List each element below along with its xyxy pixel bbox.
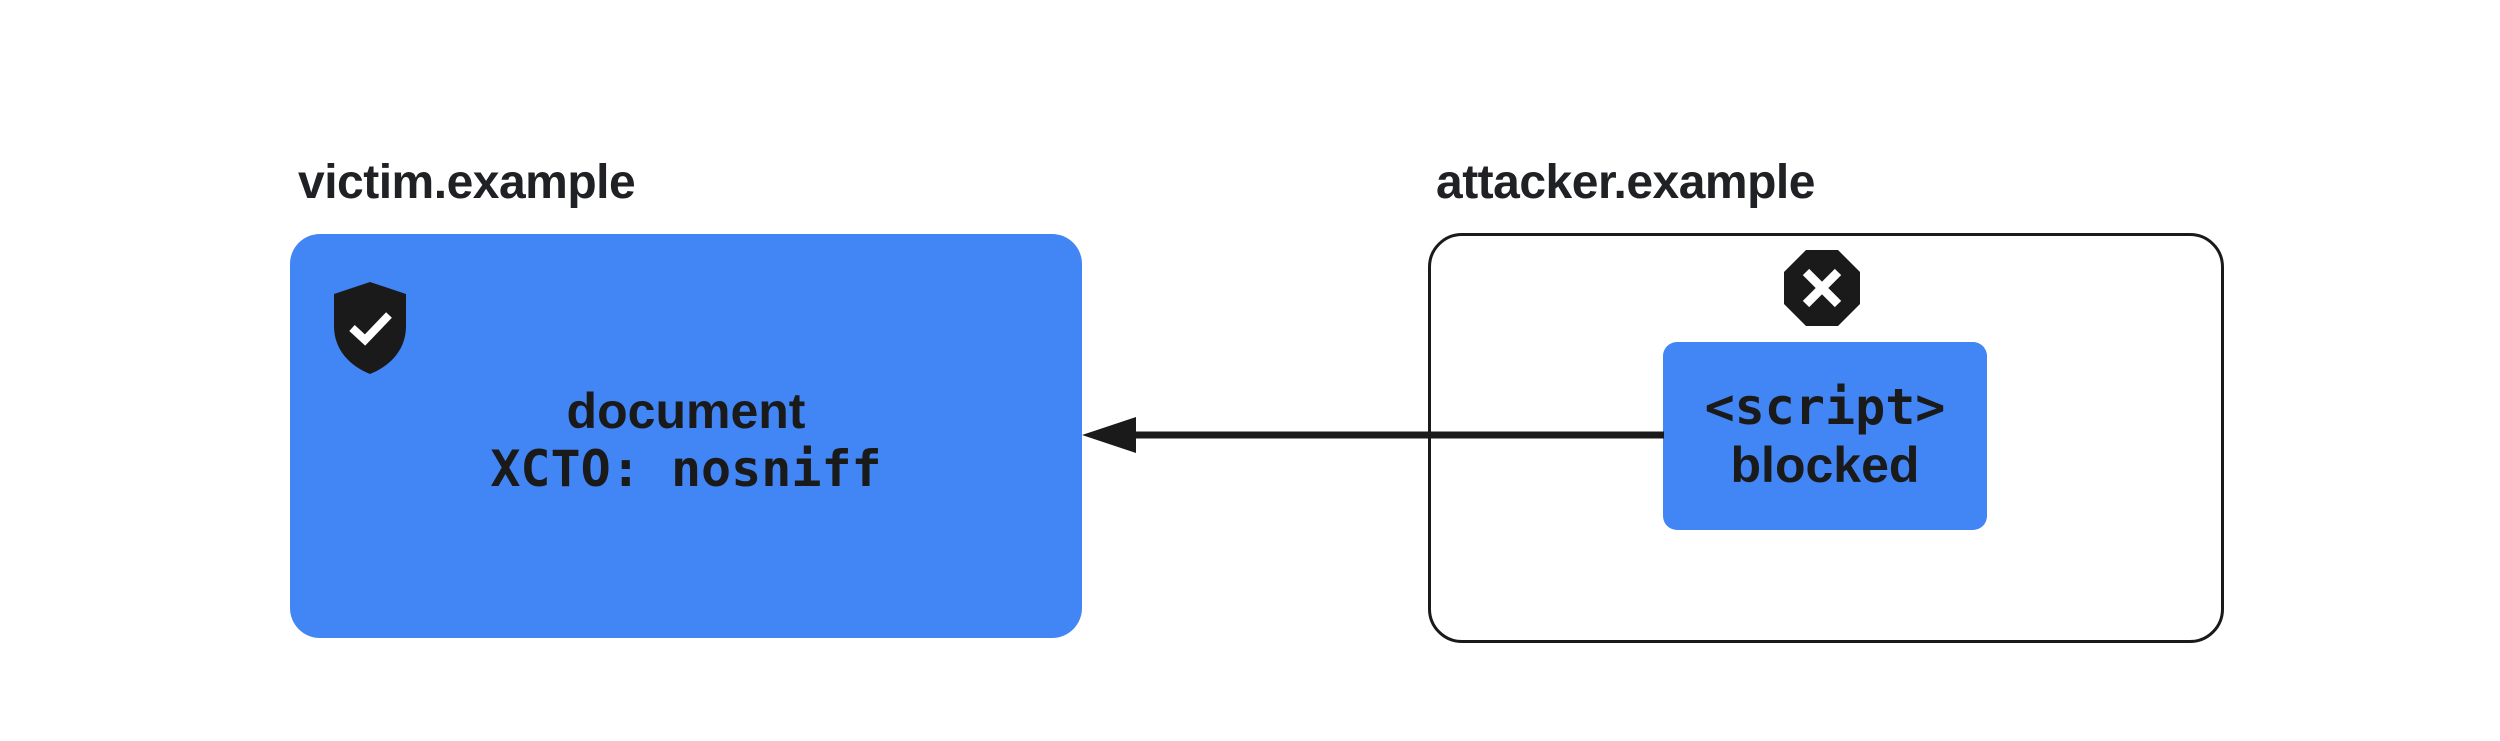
victim-origin-label: victim.example [298,156,636,209]
script-tag-label: <script> [1704,378,1946,436]
document-label: document [566,383,806,439]
xcto-header-label: XCTO: nosniff [490,440,882,498]
arrowhead-icon [1082,417,1136,453]
blocked-label: blocked [1730,437,1920,493]
stop-x-icon [1784,250,1860,326]
victim-document-box: document XCTO: nosniff [290,234,1082,638]
script-blocked-text: <script> blocked [1663,378,1987,494]
victim-document-text: document XCTO: nosniff [290,382,1082,498]
script-blocked-box: <script> blocked [1663,342,1987,530]
shield-check-icon [334,282,406,374]
request-arrow [1082,417,1664,453]
attacker-origin-label: attacker.example [1436,156,1815,209]
